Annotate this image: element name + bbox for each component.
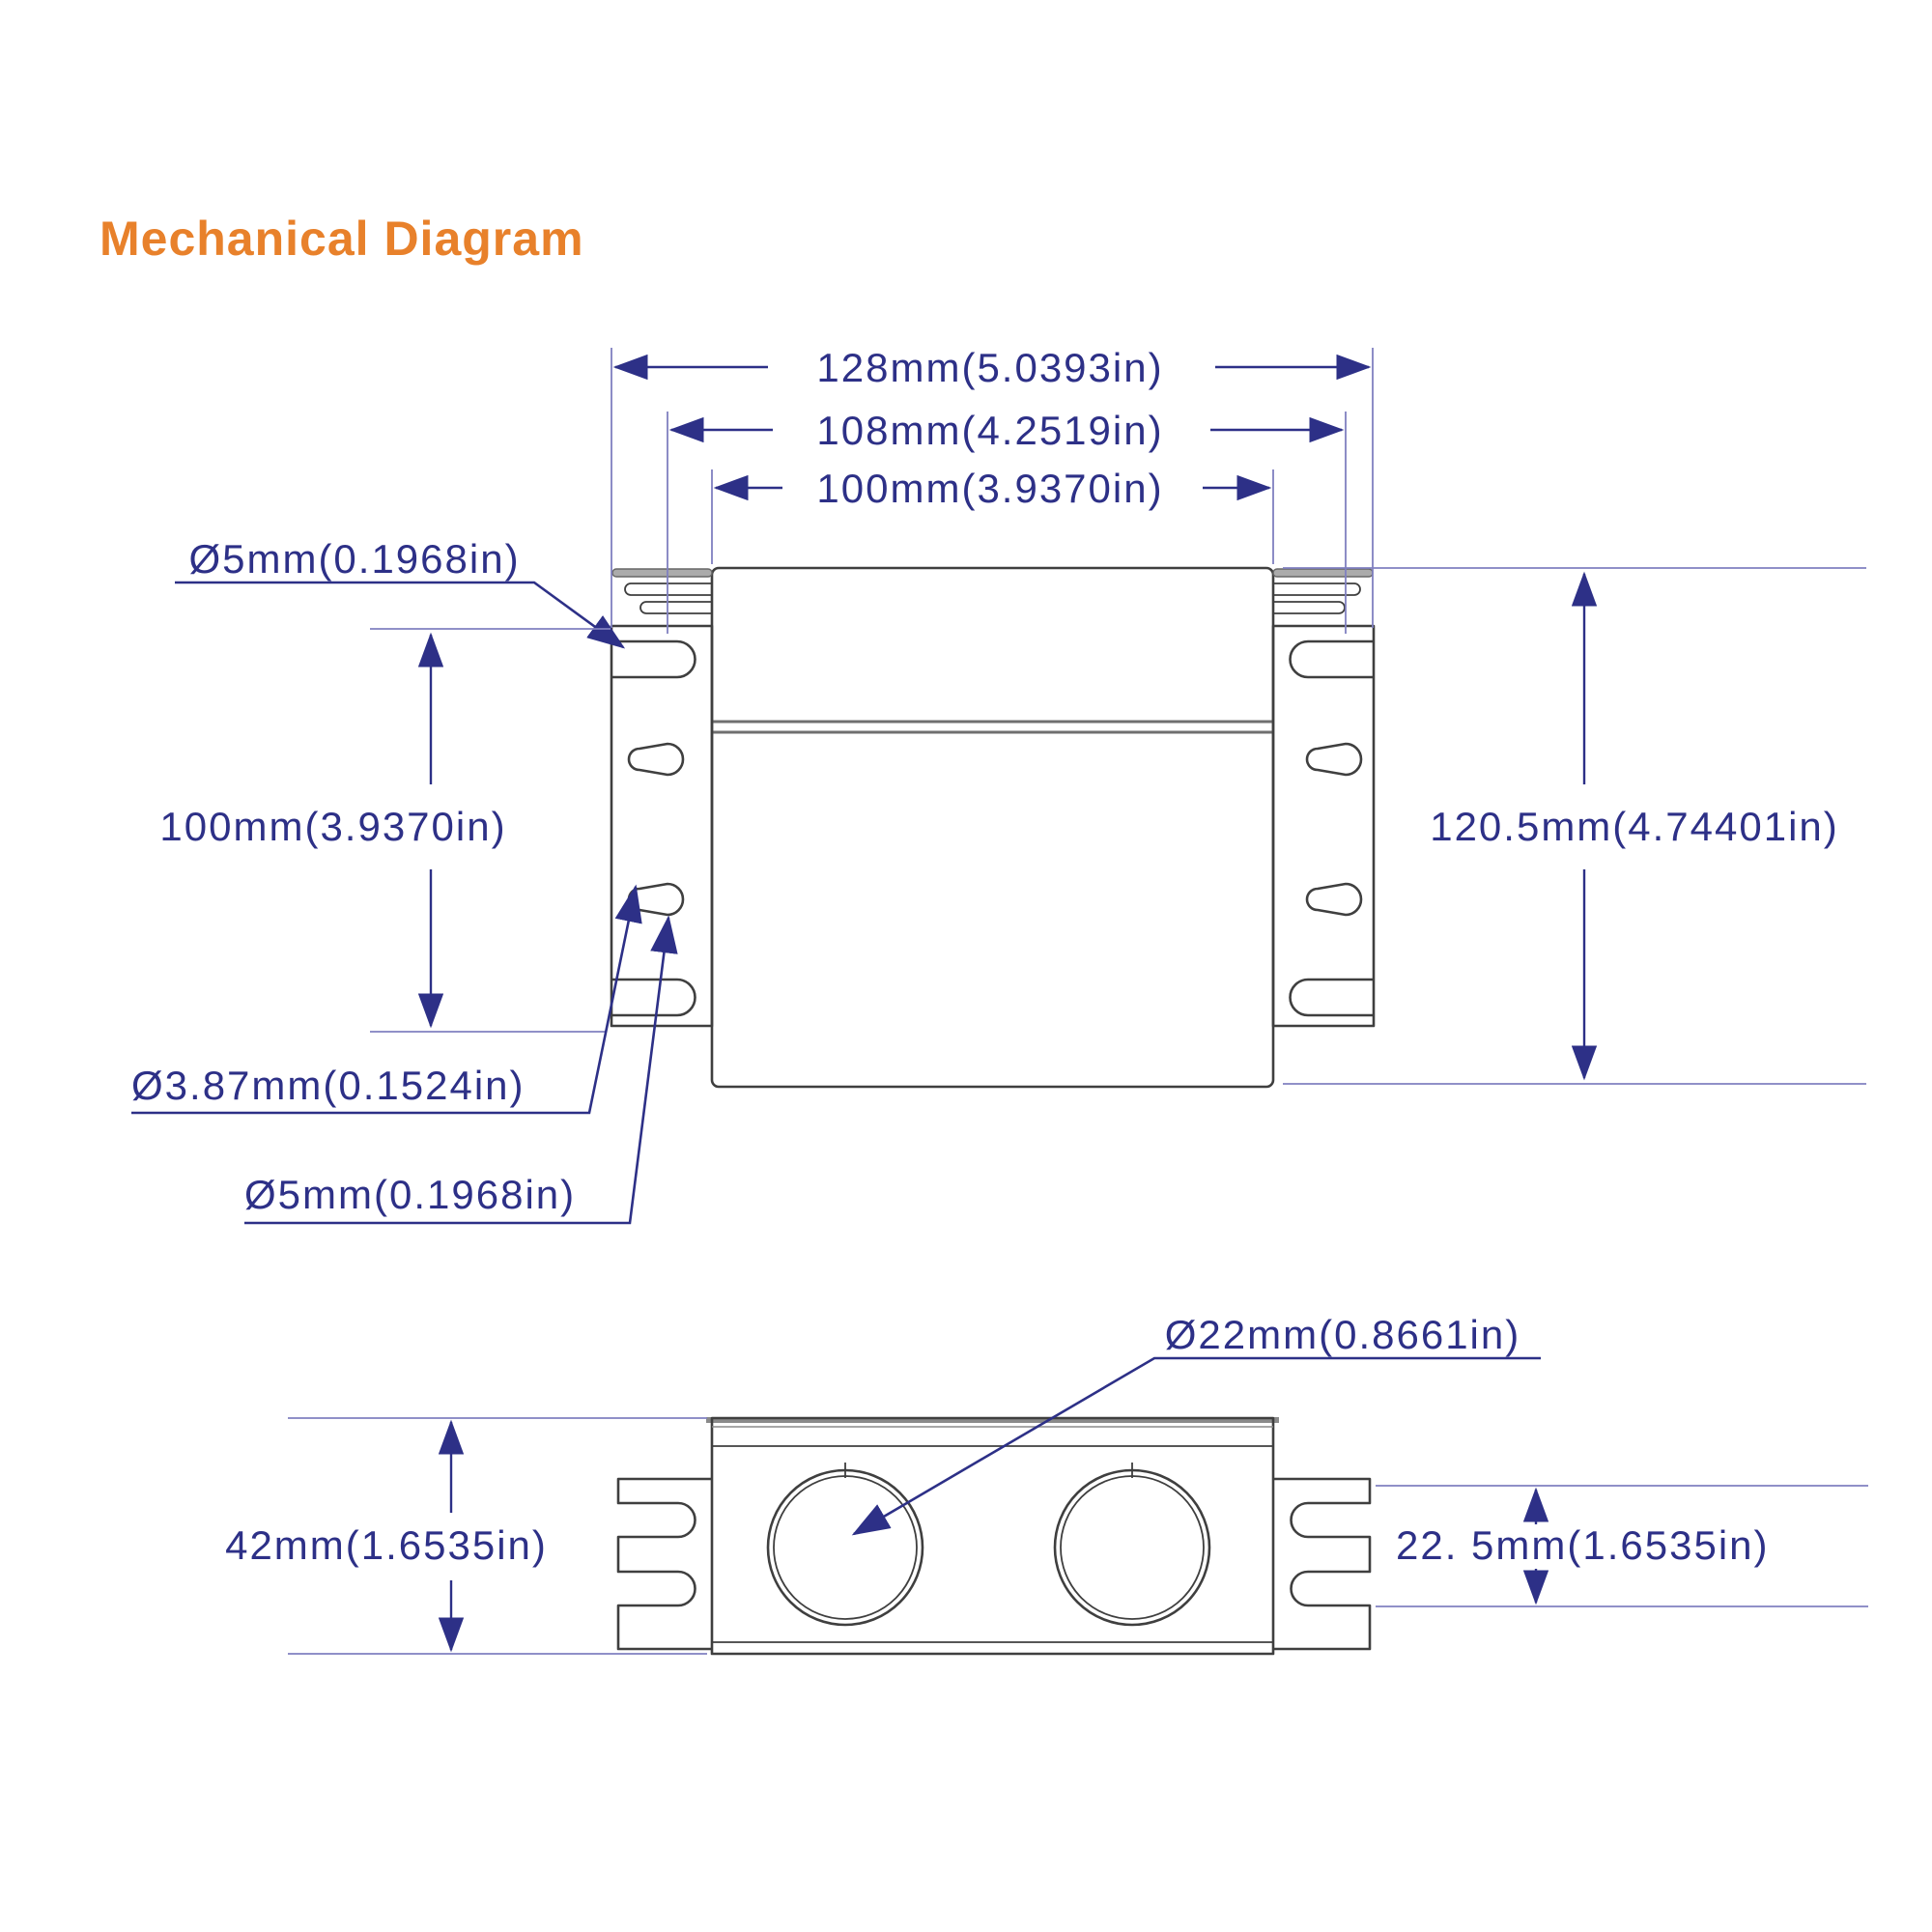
knockout-hole-right <box>1053 1463 1211 1627</box>
dim-label-keyhole-slot: Ø3.87mm(0.1524in) <box>131 1063 526 1108</box>
top-view: 128mm(5.0393in) 108mm(4.2519in) 100mm(3.… <box>131 345 1866 1225</box>
bracket-fin <box>611 568 713 578</box>
dim-fin-height: 22. 5mm(1.6535in) <box>1376 1485 1868 1607</box>
dim-body-height: 120.5mm(4.74401in) <box>1283 567 1866 1085</box>
callout-bracket-slot: Ø5mm(0.1968in) <box>175 536 626 649</box>
bracket-slot <box>1289 978 1374 1017</box>
bracket-fin <box>1272 568 1374 578</box>
dim-label-bracket-height: 100mm(3.9370in) <box>159 804 506 849</box>
dim-label-hole-spacing: 108mm(4.2519in) <box>816 408 1163 453</box>
mounting-bracket-left <box>610 568 714 1028</box>
callout-keyhole-slot: Ø3.87mm(0.1524in) <box>131 884 642 1115</box>
dim-label-body-width: 100mm(3.9370in) <box>816 466 1163 511</box>
keyhole-slot <box>1305 742 1363 777</box>
fin-comb-right <box>1273 1477 1372 1651</box>
dim-label-knockout: Ø22mm(0.8661in) <box>1165 1312 1520 1357</box>
bracket-fin <box>624 582 712 596</box>
bottom-view: Ø22mm(0.8661in) 42mm(1.6535in) 22. 5mm(1… <box>225 1312 1868 1656</box>
bracket-plate <box>1271 624 1376 1028</box>
dim-label-bracket-slot: Ø5mm(0.1968in) <box>188 536 520 582</box>
knockout-inner-ring <box>1060 1475 1205 1620</box>
dim-overall-height: 42mm(1.6535in) <box>225 1417 707 1655</box>
leader-line <box>131 884 642 1115</box>
bracket-slot <box>611 639 696 679</box>
keyhole-slot <box>1305 882 1363 917</box>
bracket-fin <box>639 601 712 614</box>
leader-line <box>244 915 678 1225</box>
dim-bracket-height: 100mm(3.9370in) <box>159 628 611 1033</box>
dim-label-keyhole-hole: Ø5mm(0.1968in) <box>244 1172 576 1217</box>
fin-comb-left <box>616 1477 712 1651</box>
keyhole-slot <box>627 742 685 777</box>
enclosure-body-outline <box>710 1416 1275 1656</box>
mounting-bracket-right <box>1271 568 1376 1028</box>
enclosure-body-outline <box>710 566 1275 1089</box>
keyhole-slot <box>627 882 685 917</box>
leader-line <box>175 581 626 649</box>
leader-line <box>851 1356 1541 1536</box>
knockout-center-ticks <box>784 1463 906 1608</box>
dim-mounting-hole-spacing: 108mm(4.2519in) <box>667 408 1347 634</box>
knockout-inner-ring <box>773 1475 918 1620</box>
bracket-fin <box>1273 601 1346 614</box>
bracket-slot <box>1289 639 1374 679</box>
dim-label-overall-height: 42mm(1.6535in) <box>225 1522 548 1568</box>
bracket-fin <box>1273 582 1361 596</box>
dim-body-width: 100mm(3.9370in) <box>711 466 1274 564</box>
knockout-center-ticks <box>1071 1463 1193 1608</box>
callout-knockout: Ø22mm(0.8661in) <box>851 1312 1541 1536</box>
dim-label-fin-height: 22. 5mm(1.6535in) <box>1396 1522 1770 1568</box>
bracket-plate <box>610 624 714 1028</box>
bracket-slot <box>611 978 696 1017</box>
dim-label-body-height: 120.5mm(4.74401in) <box>1430 804 1839 849</box>
page-title: Mechanical Diagram <box>99 212 584 266</box>
dim-overall-width: 128mm(5.0393in) <box>611 345 1374 628</box>
callout-keyhole-hole: Ø5mm(0.1968in) <box>244 915 678 1225</box>
dim-label-overall-width: 128mm(5.0393in) <box>816 345 1163 390</box>
knockout-hole-left <box>766 1463 924 1627</box>
